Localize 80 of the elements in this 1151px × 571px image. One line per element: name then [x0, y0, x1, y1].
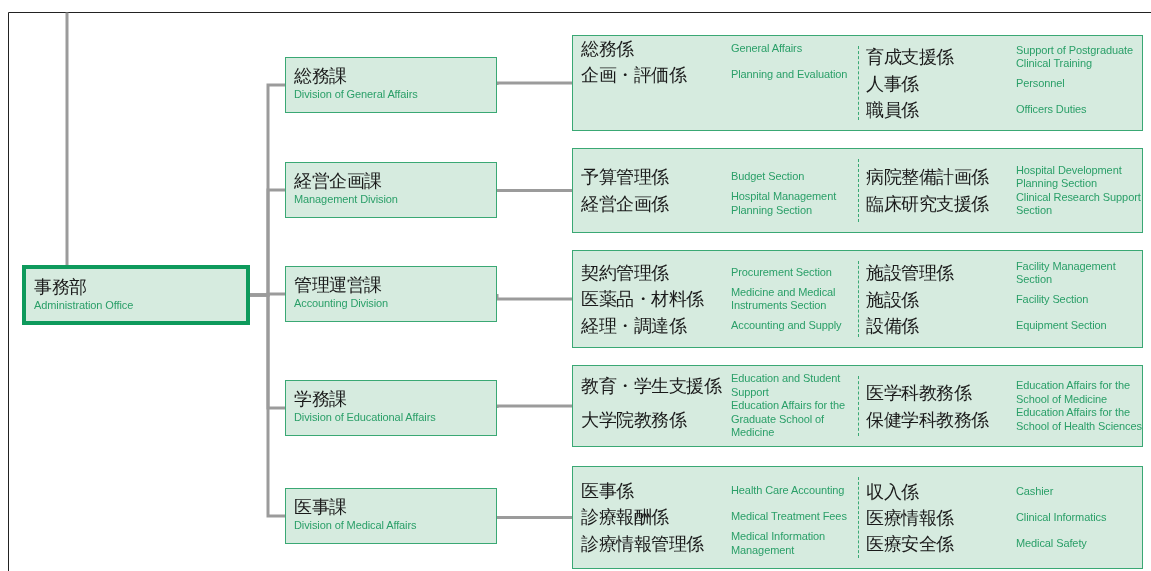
section-name: 施設管理係: [866, 262, 955, 285]
section-english-name: Medical Treatment Fees: [731, 510, 848, 524]
section-english-name: Procurement Section: [731, 265, 833, 280]
section-name: 予算管理係: [581, 166, 670, 189]
section-english-name: Education and Student Support: [731, 372, 842, 400]
section-english-name: Hospital Management Planning Section: [731, 190, 838, 217]
section-name: 大学院教務係: [581, 408, 688, 432]
section-box: [572, 148, 1143, 233]
division-english-name: Division of Medical Affairs: [294, 519, 418, 533]
division-box: [285, 57, 497, 113]
connector-line: [495, 404, 572, 409]
division-box: [285, 488, 497, 544]
section-english-name: Cashier: [1016, 484, 1055, 499]
section-name: 契約管理係: [581, 261, 670, 285]
section-english-name: Education Affairs for the Graduate School of Medicine: [731, 399, 847, 440]
section-name: 医事係: [581, 480, 635, 503]
connector-line: [495, 514, 572, 519]
section-box: [572, 466, 1143, 569]
section-name: 医薬品・材料係: [581, 288, 705, 311]
section-english-name: Education Affairs for the School of Health Sciences: [1016, 406, 1142, 433]
section-name: 施設係: [866, 288, 920, 312]
office-box: [22, 265, 250, 325]
section-english-name: Medical Information Management: [731, 530, 827, 557]
section-name: 医療情報係: [866, 506, 955, 530]
section-name: 病院整備計画係: [866, 166, 990, 189]
division-name: 経営企画課: [294, 170, 383, 193]
division-name: 学務課: [294, 388, 348, 411]
section-name: 人事係: [866, 72, 920, 96]
section-box: [572, 250, 1143, 348]
section-box: [572, 365, 1143, 447]
section-english-name: General Affairs: [731, 42, 804, 56]
section-name: 育成支援係: [866, 46, 955, 69]
division-name: 管理運営課: [294, 274, 383, 297]
division-name: 医事課: [294, 496, 348, 519]
section-english-name: Clinical Informatics: [1016, 510, 1108, 525]
section-english-name: Personnel: [1016, 76, 1066, 91]
division-english-name: Accounting Division: [294, 297, 390, 311]
section-english-name: Budget Section: [731, 170, 806, 184]
connector-line: [250, 293, 285, 518]
section-english-name: Accounting and Supply: [731, 318, 843, 333]
connector-line: [495, 81, 572, 86]
section-english-name: Education Affairs for the School of Medicine: [1016, 379, 1132, 406]
section-name: 企画・評価係: [581, 64, 688, 87]
section-english-name: Facility Section: [1016, 292, 1090, 307]
section-name: 設備係: [866, 314, 920, 338]
section-name: 医療安全係: [866, 532, 955, 556]
section-name: 収入係: [866, 480, 920, 504]
section-english-name: Officers Duties: [1016, 102, 1088, 117]
division-english-name: Division of Educational Affairs: [294, 411, 437, 425]
section-english-name: Facility Management Section: [1016, 259, 1117, 287]
section-name: 総務係: [581, 38, 635, 61]
office-english-name: Administration Office: [34, 299, 135, 313]
section-english-name: Equipment Section: [1016, 318, 1108, 333]
connector-line: [495, 188, 572, 192]
section-english-name: Hospital Development Planning Section: [1016, 163, 1123, 191]
section-name: 保健学科教務係: [866, 408, 990, 432]
division-english-name: Management Division: [294, 193, 399, 207]
section-name: 医学科教務係: [866, 381, 973, 405]
section-name: 診療報酬係: [581, 506, 670, 529]
section-english-name: Clinical Research Support Section: [1016, 190, 1142, 218]
section-name: 職員係: [866, 98, 920, 122]
section-name: 臨床研究支援係: [866, 193, 990, 216]
section-name: 経理・調達係: [581, 314, 688, 338]
division-box: [285, 162, 497, 218]
section-english-name: Medicine and Medical Instruments Section: [731, 285, 837, 313]
connector-line: [65, 12, 69, 265]
office-name: 事務部: [34, 276, 88, 299]
section-name: 経営企画係: [581, 192, 670, 216]
section-name: 教育・学生支援係: [581, 374, 723, 398]
division-box: [285, 266, 497, 322]
section-english-name: Support of Postgraduate Clinical Training: [1016, 43, 1134, 71]
section-english-name: Planning and Evaluation: [731, 68, 849, 82]
division-box: [285, 380, 497, 436]
section-box: [572, 35, 1143, 131]
connector-line: [495, 294, 572, 301]
section-name: 診療情報管理係: [581, 532, 705, 556]
section-english-name: Medical Safety: [1016, 536, 1088, 551]
division-english-name: Division of General Affairs: [294, 88, 419, 102]
section-english-name: Health Care Accounting: [731, 484, 846, 498]
division-name: 総務課: [294, 65, 348, 88]
